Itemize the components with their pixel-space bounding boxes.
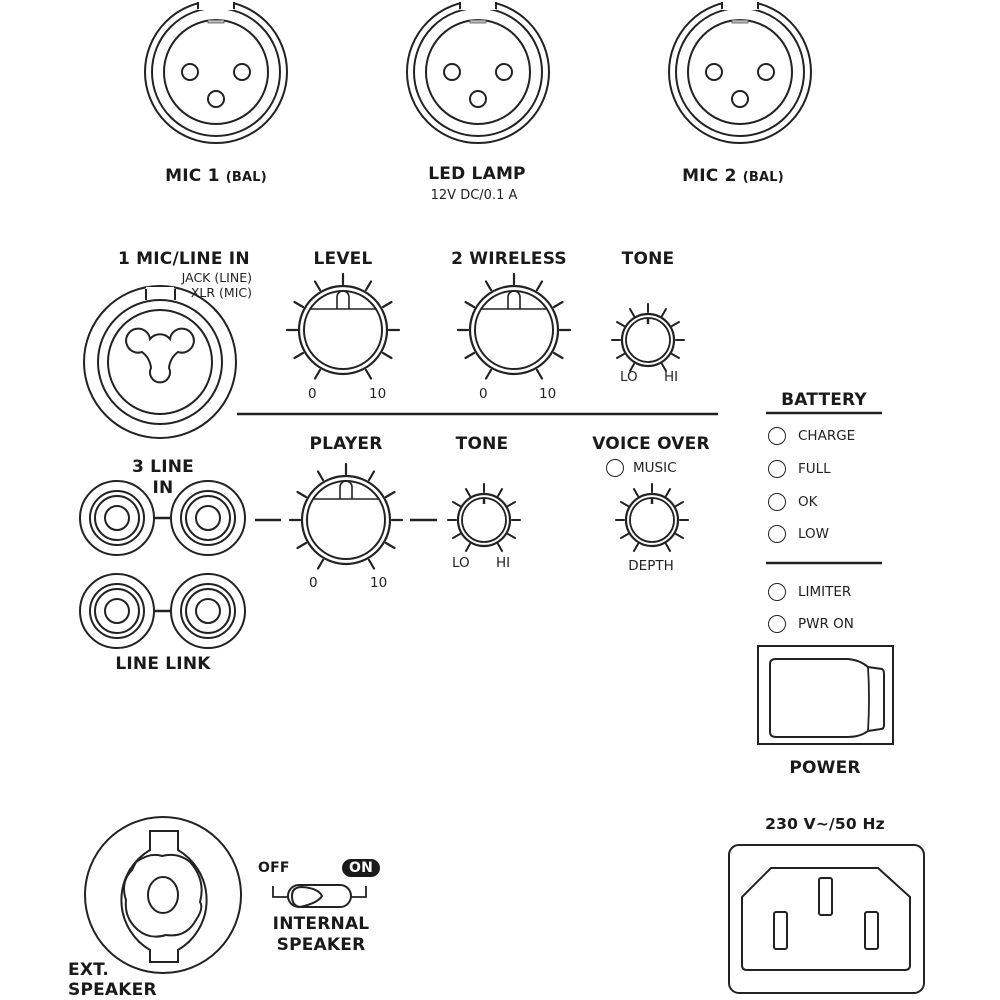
led-label: FULL <box>798 461 831 477</box>
ext-speaker-label-1: EXT. <box>68 960 109 980</box>
voice-over-depth-knob[interactable] <box>614 482 690 553</box>
mic1-qualifier: (BAL) <box>225 170 267 185</box>
iec-power-inlet[interactable] <box>728 844 925 994</box>
mic1-label-text: MIC 1 <box>165 166 220 186</box>
battery-led-charge: CHARGE <box>768 427 855 445</box>
led-icon <box>768 525 786 543</box>
led-icon <box>768 427 786 445</box>
line-tone-title: TONE <box>455 434 509 454</box>
power-on-led: PWR ON <box>768 615 854 633</box>
battery-title: BATTERY <box>781 390 867 410</box>
on-pill: ON <box>342 859 381 877</box>
limiter-led: LIMITER <box>768 583 851 601</box>
music-led-icon <box>606 459 624 477</box>
mic1-xlr-jack-icon[interactable] <box>144 0 288 144</box>
led-icon <box>768 493 786 511</box>
ext-speaker-speakon-jack[interactable] <box>84 816 242 974</box>
line-in-right-rca-jack[interactable] <box>170 480 246 556</box>
led-icon <box>768 615 786 633</box>
player-max: 10 <box>370 575 388 591</box>
led-icon <box>768 583 786 601</box>
level-max: 10 <box>369 386 387 402</box>
internal-speaker-on-label: ON <box>342 859 381 877</box>
wireless-max: 10 <box>539 386 557 402</box>
player-min: 0 <box>309 575 318 591</box>
wireless-tone-title: TONE <box>621 249 675 269</box>
music-indicator: MUSIC <box>606 459 677 477</box>
power-rocker-switch[interactable] <box>757 645 894 745</box>
led-label: LOW <box>798 526 830 542</box>
mic2-label: MIC 2 (BAL) <box>682 166 784 186</box>
mic2-label-text: MIC 2 <box>682 166 737 186</box>
music-led-label: MUSIC <box>633 460 677 476</box>
line-link-right-rca-jack[interactable] <box>170 573 246 649</box>
player-title: PLAYER <box>309 434 383 454</box>
internal-speaker-slide-switch[interactable] <box>272 884 367 909</box>
wireless-tone-lo: LO <box>620 369 638 385</box>
line-in-left-rca-jack[interactable] <box>79 480 155 556</box>
ext-speaker-label-2: SPEAKER <box>68 980 157 1000</box>
line-link-left-rca-jack[interactable] <box>79 573 155 649</box>
led-icon <box>768 460 786 478</box>
led-label: PWR ON <box>798 616 854 632</box>
level-title: LEVEL <box>313 249 373 269</box>
combo-jack-icon[interactable] <box>83 285 237 439</box>
channel1-title: 1 MIC/LINE IN <box>118 249 250 269</box>
wireless-title: 2 WIRELESS <box>451 249 567 269</box>
battery-led-low: LOW <box>768 525 829 543</box>
mic1-label: MIC 1 (BAL) <box>165 166 267 186</box>
power-label: POWER <box>789 758 861 778</box>
level-knob[interactable] <box>285 272 401 380</box>
line-tone-lo: LO <box>452 555 470 571</box>
internal-speaker-label-1: INTERNAL <box>272 914 370 934</box>
channel1-xlr-note: XLR (MIC) <box>190 285 252 300</box>
line-link-title: LINE LINK <box>115 654 211 674</box>
led-label: LIMITER <box>798 584 852 600</box>
line-in-title-2: IN <box>152 478 174 498</box>
wireless-tone-knob[interactable] <box>610 302 686 373</box>
player-knob[interactable] <box>288 462 404 570</box>
internal-speaker-off-label: OFF <box>258 860 290 876</box>
internal-speaker-label-2: SPEAKER <box>276 935 366 955</box>
mic2-qualifier: (BAL) <box>742 170 784 185</box>
line-in-title-1: 3 LINE <box>132 457 194 477</box>
channel1-jack-note: JACK (LINE) <box>181 270 252 285</box>
wireless-tone-hi: HI <box>664 369 679 385</box>
led-label: CHARGE <box>798 428 856 444</box>
led-lamp-spec: 12V DC/0.1 A <box>430 188 518 203</box>
led-label: OK <box>798 494 818 510</box>
led-lamp-label: LED LAMP <box>428 164 526 184</box>
wireless-min: 0 <box>479 386 488 402</box>
depth-label: DEPTH <box>628 558 674 574</box>
battery-led-ok: OK <box>768 493 817 511</box>
mic2-xlr-jack-icon[interactable] <box>668 0 812 144</box>
line-tone-knob[interactable] <box>446 482 522 553</box>
voice-over-title: VOICE OVER <box>592 434 710 454</box>
mains-rating-label: 230 V~/50 Hz <box>765 815 885 833</box>
line-tone-hi: HI <box>496 555 511 571</box>
led-lamp-xlr-jack-icon[interactable] <box>406 0 550 144</box>
level-min: 0 <box>308 386 317 402</box>
battery-led-full: FULL <box>768 460 831 478</box>
wireless-level-knob[interactable] <box>456 272 572 380</box>
